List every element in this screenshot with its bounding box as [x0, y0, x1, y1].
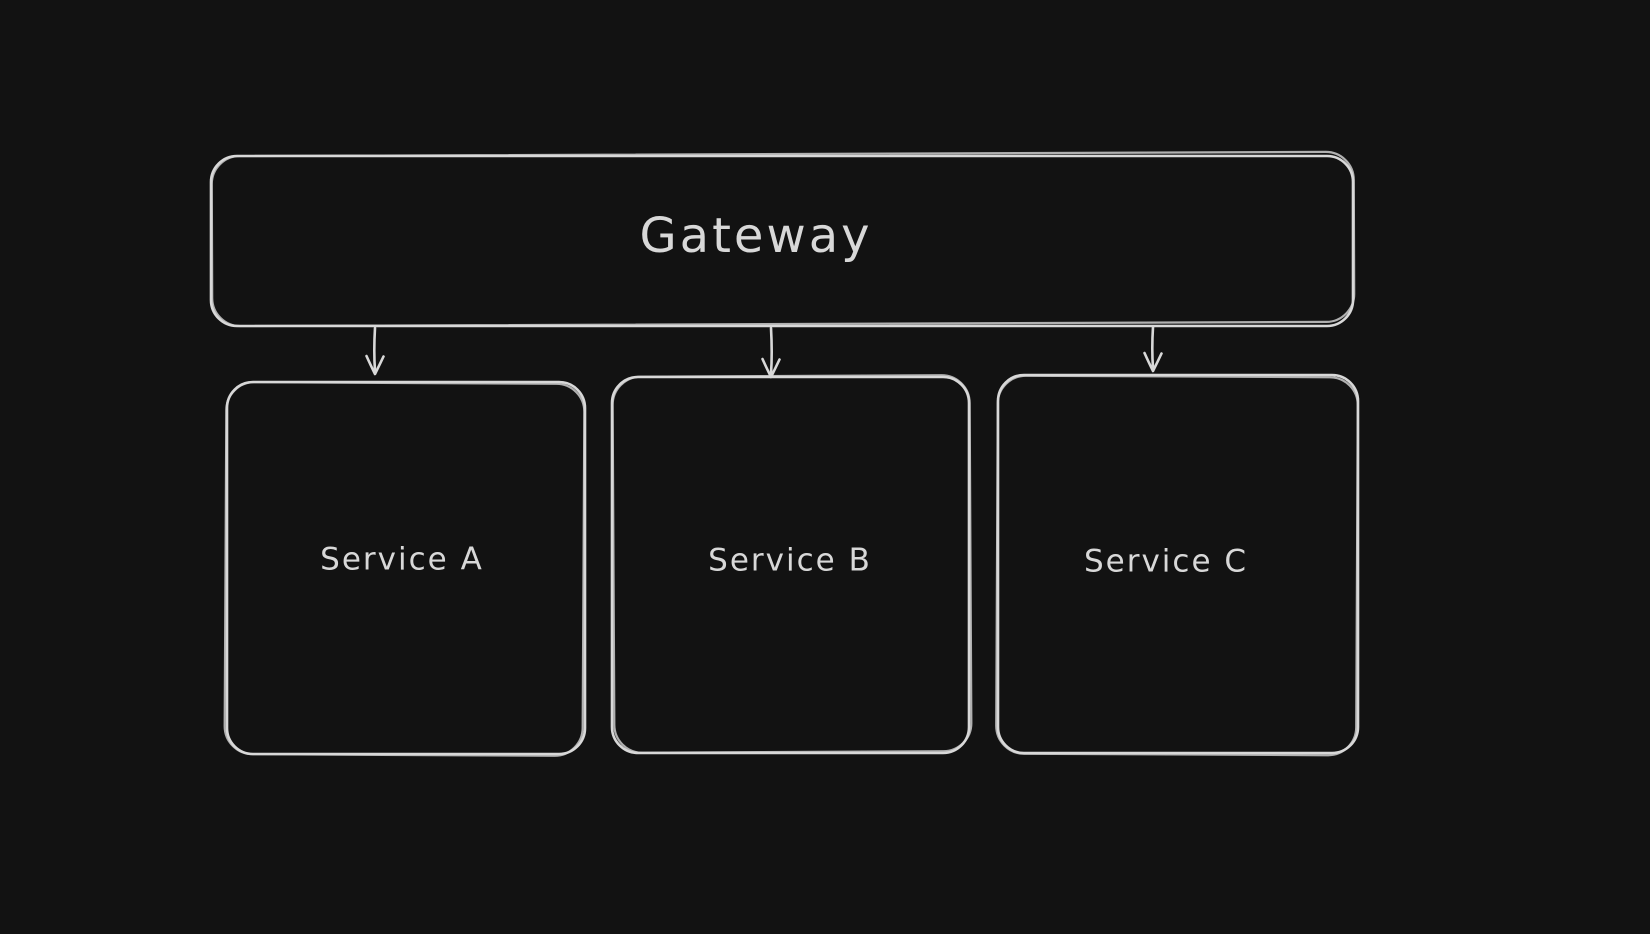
- node-service-a-label: Service A: [320, 541, 484, 578]
- node-service-c-label: Service C: [1083, 543, 1249, 580]
- node-gateway-shape: [209, 150, 1356, 328]
- arrow-gateway-to-service-b: [761, 326, 781, 379]
- node-service-a-shape: [223, 380, 587, 757]
- arrow-gateway-to-service-a: [365, 326, 385, 376]
- node-service-b-shape: [610, 374, 973, 755]
- node-service-b-label: Service B: [708, 542, 872, 579]
- node-service-c-shape: [995, 373, 1360, 757]
- node-gateway-label: Gateway: [639, 208, 873, 265]
- arrow-gateway-to-service-c: [1143, 325, 1163, 373]
